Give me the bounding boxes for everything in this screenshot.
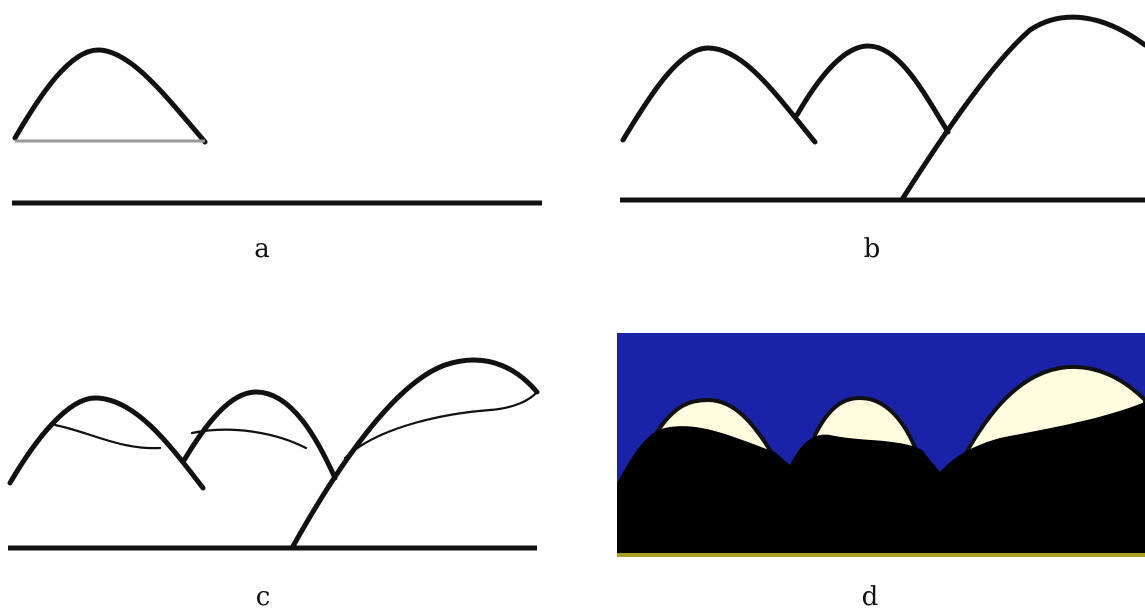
panel-c-hill-1 — [10, 398, 203, 488]
panel-c: c — [8, 360, 537, 612]
panel-c-hill-2 — [183, 392, 335, 478]
panel-a-caption: a — [254, 234, 270, 264]
panel-b: b — [620, 17, 1145, 264]
panel-b-hill-2 — [797, 46, 948, 132]
panel-c-hill-3 — [292, 360, 537, 548]
panel-b-caption: b — [864, 234, 881, 264]
panel-b-hill-1 — [623, 48, 815, 142]
panel-c-caption: c — [256, 582, 271, 612]
panel-d-caption: d — [862, 582, 879, 612]
panel-c-hill-1-inner — [55, 425, 160, 448]
panel-a-hill — [15, 50, 205, 142]
panel-d-ground-edge — [617, 553, 1145, 557]
panel-a: a — [12, 50, 542, 264]
panel-c-hill-2-inner — [192, 430, 306, 448]
panel-b-hill-3 — [903, 17, 1145, 198]
panel-d: d — [617, 333, 1145, 612]
